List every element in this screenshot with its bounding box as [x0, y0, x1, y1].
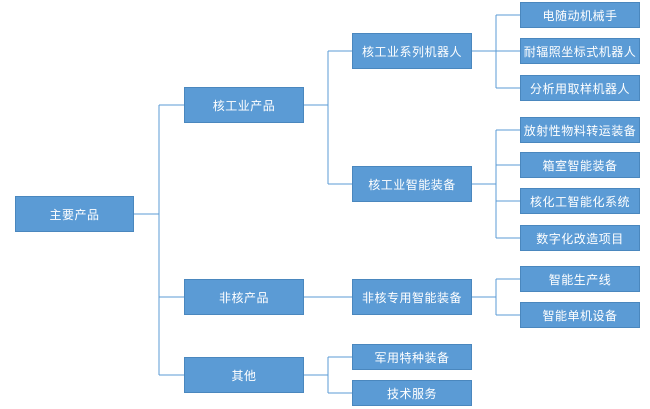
connector-root — [134, 104, 184, 376]
node-robot-series: 核工业系列机器人 — [352, 33, 472, 69]
node-military-equipment: 军用特种装备 — [352, 344, 472, 370]
node-smart-equipment: 核工业智能装备 — [352, 166, 472, 202]
connector-smart-equipment — [472, 129, 520, 239]
leaf-irradiation-robot: 耐辐照坐标式机器人 — [520, 38, 640, 64]
leaf-sampling-robot: 分析用取样机器人 — [520, 75, 640, 101]
leaf-chem-system: 核化工智能化系统 — [520, 188, 640, 214]
node-other: 其他 — [184, 357, 304, 393]
leaf-radioactive-transfer: 放射性物料转运装备 — [520, 117, 640, 143]
leaf-manipulator: 电随动机械手 — [520, 2, 640, 28]
leaf-digital-retrofit: 数字化改造项目 — [520, 225, 640, 251]
leaf-smart-line: 智能生产线 — [520, 266, 640, 292]
leaf-smart-single: 智能单机设备 — [520, 302, 640, 328]
node-root: 主要产品 — [15, 196, 134, 232]
node-nuclear: 核工业产品 — [184, 87, 304, 123]
node-non-nuclear-equipment: 非核专用智能装备 — [352, 279, 472, 315]
node-non-nuclear: 非核产品 — [184, 279, 304, 315]
connector-robot-series — [472, 14, 520, 89]
leaf-hot-cell: 箱室智能装备 — [520, 152, 640, 178]
connector-non-nuclear-equipment — [472, 278, 520, 316]
connector-nuclear — [304, 50, 352, 185]
connector-other — [304, 356, 352, 394]
node-tech-service: 技术服务 — [352, 380, 472, 406]
